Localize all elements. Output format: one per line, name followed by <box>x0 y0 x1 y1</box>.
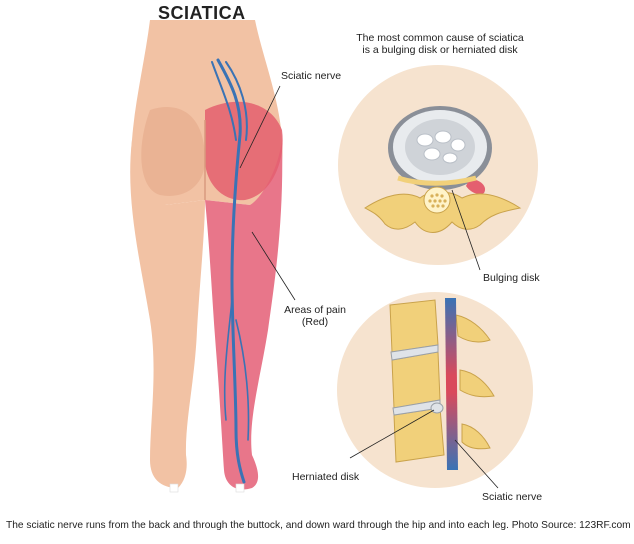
page-title: SCIATICA <box>158 3 246 23</box>
sciatic-nerve-path <box>211 58 250 484</box>
body-illustration <box>130 20 296 493</box>
cause-description: The most common cause of sciatica is a b… <box>330 32 550 56</box>
left-leg <box>130 140 205 488</box>
herniated-disk-label: Herniated disk <box>292 471 360 483</box>
areas-of-pain-line-2: (Red) <box>301 316 329 328</box>
areas-of-pain-label: Areas of pain (Red) <box>270 304 360 328</box>
right-buttock-pain <box>205 101 283 201</box>
herniated-disk-inset <box>337 292 533 489</box>
sciatic-nerve-label-bottom: Sciatic nerve <box>482 491 543 503</box>
cause-line-2: is a bulging disk or herniated disk <box>362 44 518 56</box>
areas-of-pain-line-1: Areas of pain <box>284 304 346 316</box>
bulging-disk-inset <box>338 65 538 271</box>
bulging-disk-label: Bulging disk <box>483 272 540 284</box>
cause-line-1: The most common cause of sciatica <box>356 32 524 44</box>
sciatic-nerve-label-top: Sciatic nerve <box>281 70 342 82</box>
photo-caption: The sciatic nerve runs from the back and… <box>6 520 631 531</box>
left-buttock <box>141 107 205 196</box>
